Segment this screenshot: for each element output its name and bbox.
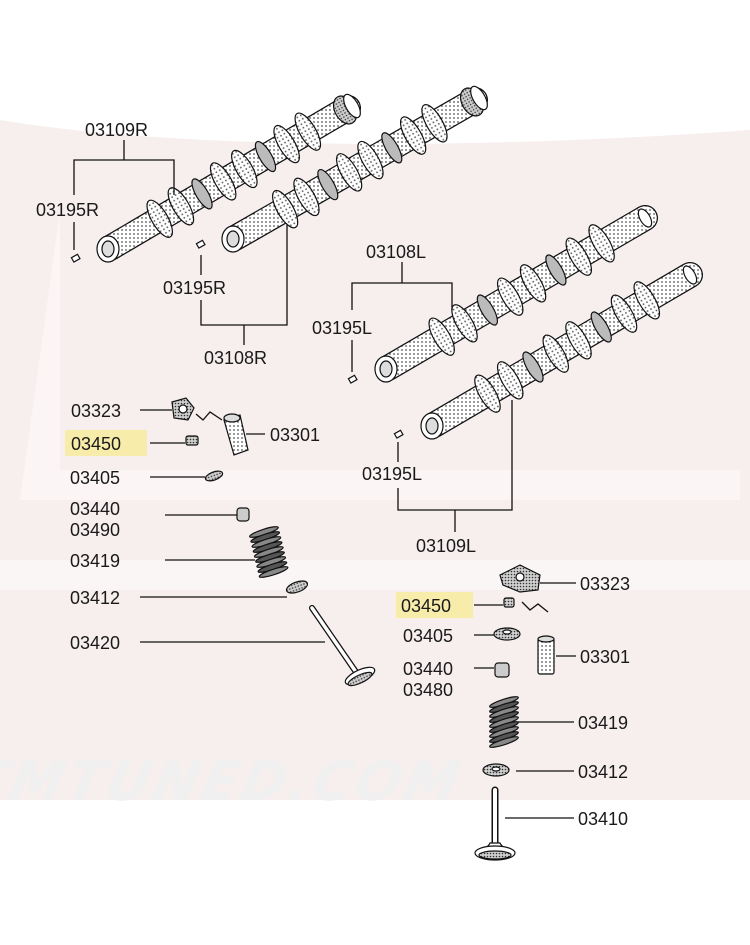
label-03195r-2: 03195R xyxy=(163,278,226,298)
label-seal-left-a: 03440 xyxy=(70,499,120,519)
label-03109r: 03109R xyxy=(85,120,148,140)
label-spring-right: 03419 xyxy=(578,713,628,733)
label-cotter-left: 03405 xyxy=(70,468,120,488)
valve-spring-right xyxy=(489,696,519,748)
label-03108l: 03108L xyxy=(366,242,426,262)
rocker-arm-left xyxy=(171,397,195,421)
valve-spring-left xyxy=(249,526,289,578)
camshaft-03109l xyxy=(420,262,703,440)
highlight-adjuster-right xyxy=(396,592,473,618)
valve-left xyxy=(309,605,376,687)
label-lash-right: 03301 xyxy=(580,647,630,667)
label-seal-left-b: 03490 xyxy=(70,520,120,540)
dowel-pin-icon xyxy=(393,429,404,439)
spring-seat-left xyxy=(285,580,309,594)
lash-adjuster-left xyxy=(223,413,249,456)
label-03195r-1: 03195R xyxy=(36,200,99,220)
rocker-arm-right xyxy=(499,564,541,593)
label-retainer-right: 03405 xyxy=(403,626,453,646)
camshaft-03108r xyxy=(221,85,488,253)
label-adjuster-right: 03450 xyxy=(401,596,451,616)
label-lash-left: 03301 xyxy=(270,425,320,445)
leader-lines xyxy=(73,140,576,819)
stem-seal-right xyxy=(494,662,510,678)
label-seat-right: 03412 xyxy=(578,762,628,782)
cotter-left xyxy=(204,470,224,482)
label-spring-left: 03419 xyxy=(70,551,120,571)
watermark: STMTUNED.COM xyxy=(0,750,468,813)
valve-right xyxy=(474,786,516,861)
camshaft-03108l xyxy=(374,205,658,383)
retainer-right xyxy=(493,627,521,641)
adjuster-left xyxy=(185,435,199,446)
lash-adjuster-right xyxy=(537,635,555,675)
camshaft-03109r xyxy=(96,93,361,263)
label-seat-left: 03412 xyxy=(70,588,120,608)
label-03195l-2: 03195L xyxy=(362,464,422,484)
adjuster-right xyxy=(503,597,515,608)
highlight-adjuster-left xyxy=(65,430,147,456)
label-03109l: 03109L xyxy=(416,536,476,556)
label-03108r: 03108R xyxy=(204,348,267,368)
dowel-pin-icon xyxy=(347,374,358,384)
label-rocker-right: 03323 xyxy=(580,574,630,594)
label-seal-right-b: 03480 xyxy=(403,680,453,700)
label-adjuster-left: 03450 xyxy=(71,434,121,454)
label-rocker-left: 03323 xyxy=(71,401,121,421)
dowel-pin-icon xyxy=(195,239,206,249)
dowel-pin-icon xyxy=(70,253,81,263)
label-valve-right: 03410 xyxy=(578,809,628,829)
label-seal-right-a: 03440 xyxy=(403,659,453,679)
stem-seal-left xyxy=(236,507,250,522)
label-valve-left: 03420 xyxy=(70,633,120,653)
spring-seat-right xyxy=(482,763,510,777)
background-swoosh xyxy=(0,120,750,800)
label-03195l-1: 03195L xyxy=(312,318,372,338)
